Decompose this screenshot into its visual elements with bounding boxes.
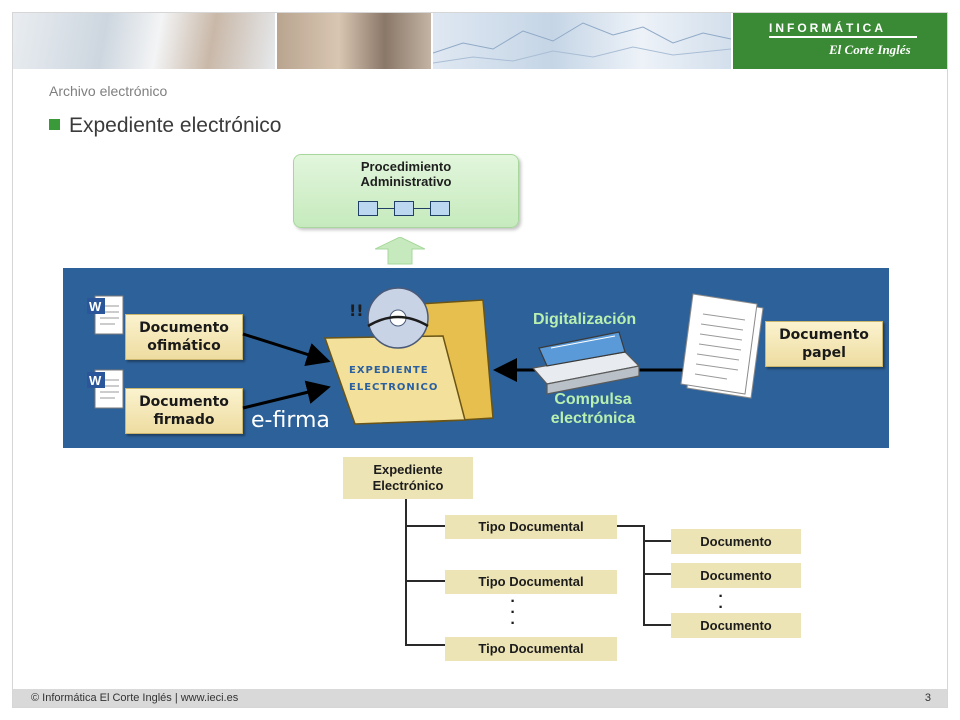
header-photo-office xyxy=(13,13,275,69)
tree-connector xyxy=(643,540,671,542)
tree-connector xyxy=(405,580,445,582)
tree-root-expediente: Expediente Electrónico xyxy=(343,457,473,499)
breadcrumb: Archivo electrónico xyxy=(49,83,168,99)
efirma-label: e-firma xyxy=(251,408,330,433)
word-document-icon: W xyxy=(87,295,124,335)
header-photo-hands xyxy=(277,13,431,69)
chart-lines-decoration xyxy=(433,22,731,64)
doc-firmado-label: Documento firmado xyxy=(125,388,243,434)
digitalizacion-label: Digitalización xyxy=(533,311,637,328)
tree-connector xyxy=(643,624,671,626)
tree-tipo-documental: Tipo Documental xyxy=(445,637,617,661)
brand-divider xyxy=(769,36,917,38)
svg-text:W: W xyxy=(89,373,102,388)
procedure-steps xyxy=(358,201,450,217)
brand-logo: INFORMÁTICA El Corte Inglés xyxy=(733,13,947,69)
tree-connector xyxy=(643,573,671,575)
page-title: Expediente electrónico xyxy=(69,114,282,137)
tree-documento: Documento xyxy=(671,563,801,588)
tree-connector xyxy=(405,525,445,527)
tree-documento: Documento xyxy=(671,529,801,554)
procedure-step xyxy=(358,201,378,216)
footer: © Informática El Corte Inglés | www.ieci… xyxy=(13,689,947,707)
brand-name: INFORMÁTICA xyxy=(769,21,886,35)
tree-connector xyxy=(617,525,643,527)
procedure-box: Procedimiento Administrativo xyxy=(293,154,519,228)
svg-text:!!: !! xyxy=(349,301,364,320)
folder-label-line2: ELECTRONICO xyxy=(349,382,439,393)
arrow-ofimatico xyxy=(242,332,331,366)
svg-text:W: W xyxy=(89,299,102,314)
arrow-firmado xyxy=(242,380,331,410)
procedure-step xyxy=(394,201,414,216)
documentos-ellipsis: ·· xyxy=(718,588,724,616)
folder-icon xyxy=(323,299,494,425)
tree-tipo-documental: Tipo Documental xyxy=(445,515,617,539)
brand-subtitle: El Corte Inglés xyxy=(829,42,911,57)
compulsa-label: Compulsa electrónica xyxy=(550,391,636,427)
procedure-label: Procedimiento Administrativo xyxy=(360,159,452,189)
slide: INFORMÁTICA El Corte Inglés Archivo elec… xyxy=(12,12,948,708)
title-bullet-icon xyxy=(49,119,60,130)
flow-graphics: !! xyxy=(242,287,764,425)
paper-document-icon xyxy=(680,293,764,399)
header-banner: INFORMÁTICA El Corte Inglés xyxy=(13,13,947,69)
tree-documento: Documento xyxy=(671,613,801,638)
scanner-icon xyxy=(531,331,641,395)
procedure-step xyxy=(430,201,450,216)
tipos-ellipsis: ··· xyxy=(510,593,516,632)
folder-label-line1: EXPEDIENTE xyxy=(349,365,429,376)
procedure-step-arrow xyxy=(378,208,394,209)
procedure-step-arrow xyxy=(414,208,430,209)
tree-connector xyxy=(405,644,445,646)
page-number: 3 xyxy=(924,692,931,704)
folder-label: EXPEDIENTE ELECTRONICO xyxy=(349,362,438,396)
doc-papel-label: Documento papel xyxy=(765,321,883,367)
tree-connector xyxy=(405,499,407,645)
tree-tipo-documental: Tipo Documental xyxy=(445,570,617,594)
word-document-icon: W xyxy=(87,369,124,409)
up-arrow-icon xyxy=(375,237,425,265)
process-band: W W Documento ofimático Documento firmad… xyxy=(63,268,889,448)
cd-icon: !! xyxy=(349,287,429,349)
header-photo-chart xyxy=(433,13,731,69)
footer-copyright: © Informática El Corte Inglés | www.ieci… xyxy=(31,692,239,704)
tree-connector xyxy=(643,525,645,625)
doc-ofimatico-label: Documento ofimático xyxy=(125,314,243,360)
